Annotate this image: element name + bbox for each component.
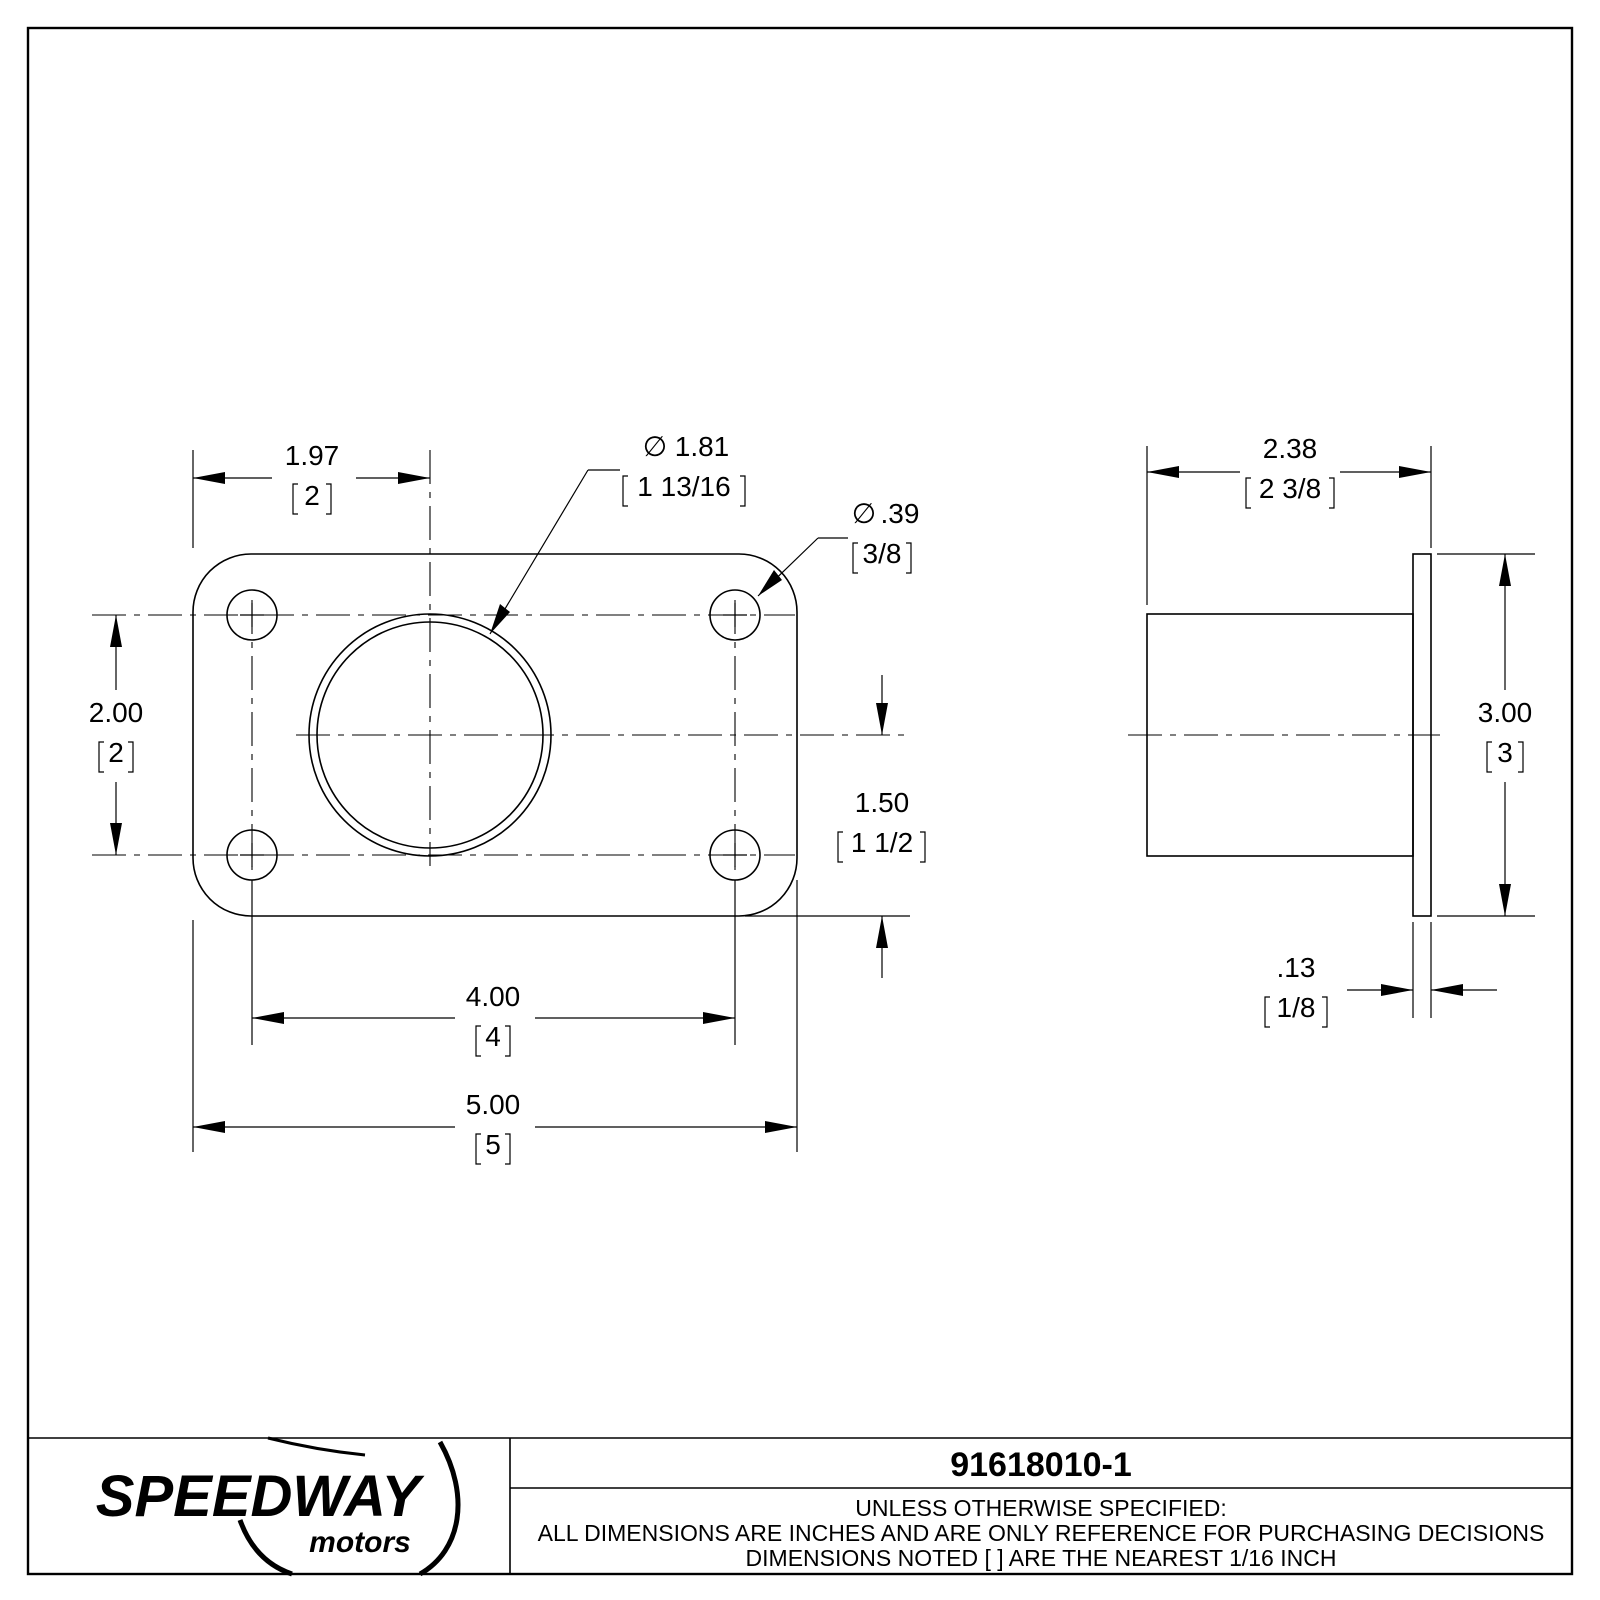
- dim-dia-0-39-value: .39: [881, 498, 920, 529]
- dimension-2-00: 2.00 2: [89, 615, 144, 855]
- dim-3-00-fraction: 3: [1497, 737, 1513, 768]
- dim-0-13-value: .13: [1277, 952, 1316, 983]
- dim-3-00-value: 3.00: [1478, 697, 1533, 728]
- title-note-line-1: UNLESS OTHERWISE SPECIFIED:: [855, 1495, 1226, 1521]
- dim-dia-1-81-value: 1.81: [675, 431, 730, 462]
- mounting-hole-top-right: [709, 589, 761, 641]
- dim-2-38-fraction: 2 3/8: [1259, 473, 1321, 504]
- front-view: 1.97 2 ∅ 1.81 1 13/16 ∅ .39 3/8: [89, 431, 926, 1165]
- logo-main-text: SPEEDWAY: [96, 1464, 426, 1529]
- dim-1-50-value: 1.50: [855, 787, 910, 818]
- dim-1-50-fraction: 1 1/2: [851, 827, 913, 858]
- dim-1-97-fraction: 2: [304, 480, 320, 511]
- dim-2-00-value: 2.00: [89, 697, 144, 728]
- drawing-frame: [26, 26, 1574, 1576]
- tube-inner-circle: [316, 621, 544, 849]
- dimension-1-50: 1.50 1 1/2: [745, 675, 926, 978]
- dimension-2-38: 2.38 2 3/8: [1146, 433, 1432, 605]
- dimension-4-00: 4.00 4: [251, 880, 736, 1057]
- tube-outer-circle: [308, 613, 552, 857]
- title-note-line-3: DIMENSIONS NOTED [ ] ARE THE NEAREST 1/1…: [746, 1545, 1337, 1571]
- dimension-1-97: 1.97 2: [192, 440, 430, 548]
- part-number: 91618010-1: [950, 1446, 1132, 1484]
- dimension-dia-0-39: ∅ .39 3/8: [757, 498, 920, 597]
- dim-2-00-fraction: 2: [108, 737, 124, 768]
- dim-dia-0-39-fraction: 3/8: [863, 538, 902, 569]
- dim-4-00-value: 4.00: [466, 981, 521, 1012]
- side-view: 2.38 2 3/8 3.00 3 .13 1/8: [1128, 433, 1535, 1028]
- dim-5-00-fraction: 5: [485, 1129, 501, 1160]
- dim-5-00-value: 5.00: [466, 1089, 521, 1120]
- dimension-5-00: 5.00 5: [192, 880, 798, 1165]
- title-note-line-2: ALL DIMENSIONS ARE INCHES AND ARE ONLY R…: [538, 1520, 1545, 1546]
- logo-sub-text: motors: [309, 1526, 411, 1559]
- dimension-0-13: .13 1/8: [1264, 922, 1497, 1028]
- diameter-symbol-icon: ∅: [852, 498, 876, 529]
- dimension-dia-1-81: ∅ 1.81 1 13/16: [489, 431, 746, 635]
- dimension-3-00: 3.00 3: [1437, 553, 1535, 917]
- diameter-symbol-icon: ∅: [643, 431, 667, 462]
- mounting-hole-top-left: [226, 589, 278, 641]
- dim-1-97-value: 1.97: [285, 440, 340, 471]
- flange-outline: [192, 553, 798, 917]
- title-block: SPEEDWAY motors 91618010-1 UNLESS OTHERW…: [28, 1436, 1572, 1577]
- dim-2-38-value: 2.38: [1263, 433, 1318, 464]
- dim-0-13-fraction: 1/8: [1277, 992, 1316, 1023]
- dim-4-00-fraction: 4: [485, 1021, 501, 1052]
- dim-dia-1-81-fraction: 1 13/16: [637, 471, 730, 502]
- speedway-motors-logo: SPEEDWAY motors: [96, 1436, 461, 1577]
